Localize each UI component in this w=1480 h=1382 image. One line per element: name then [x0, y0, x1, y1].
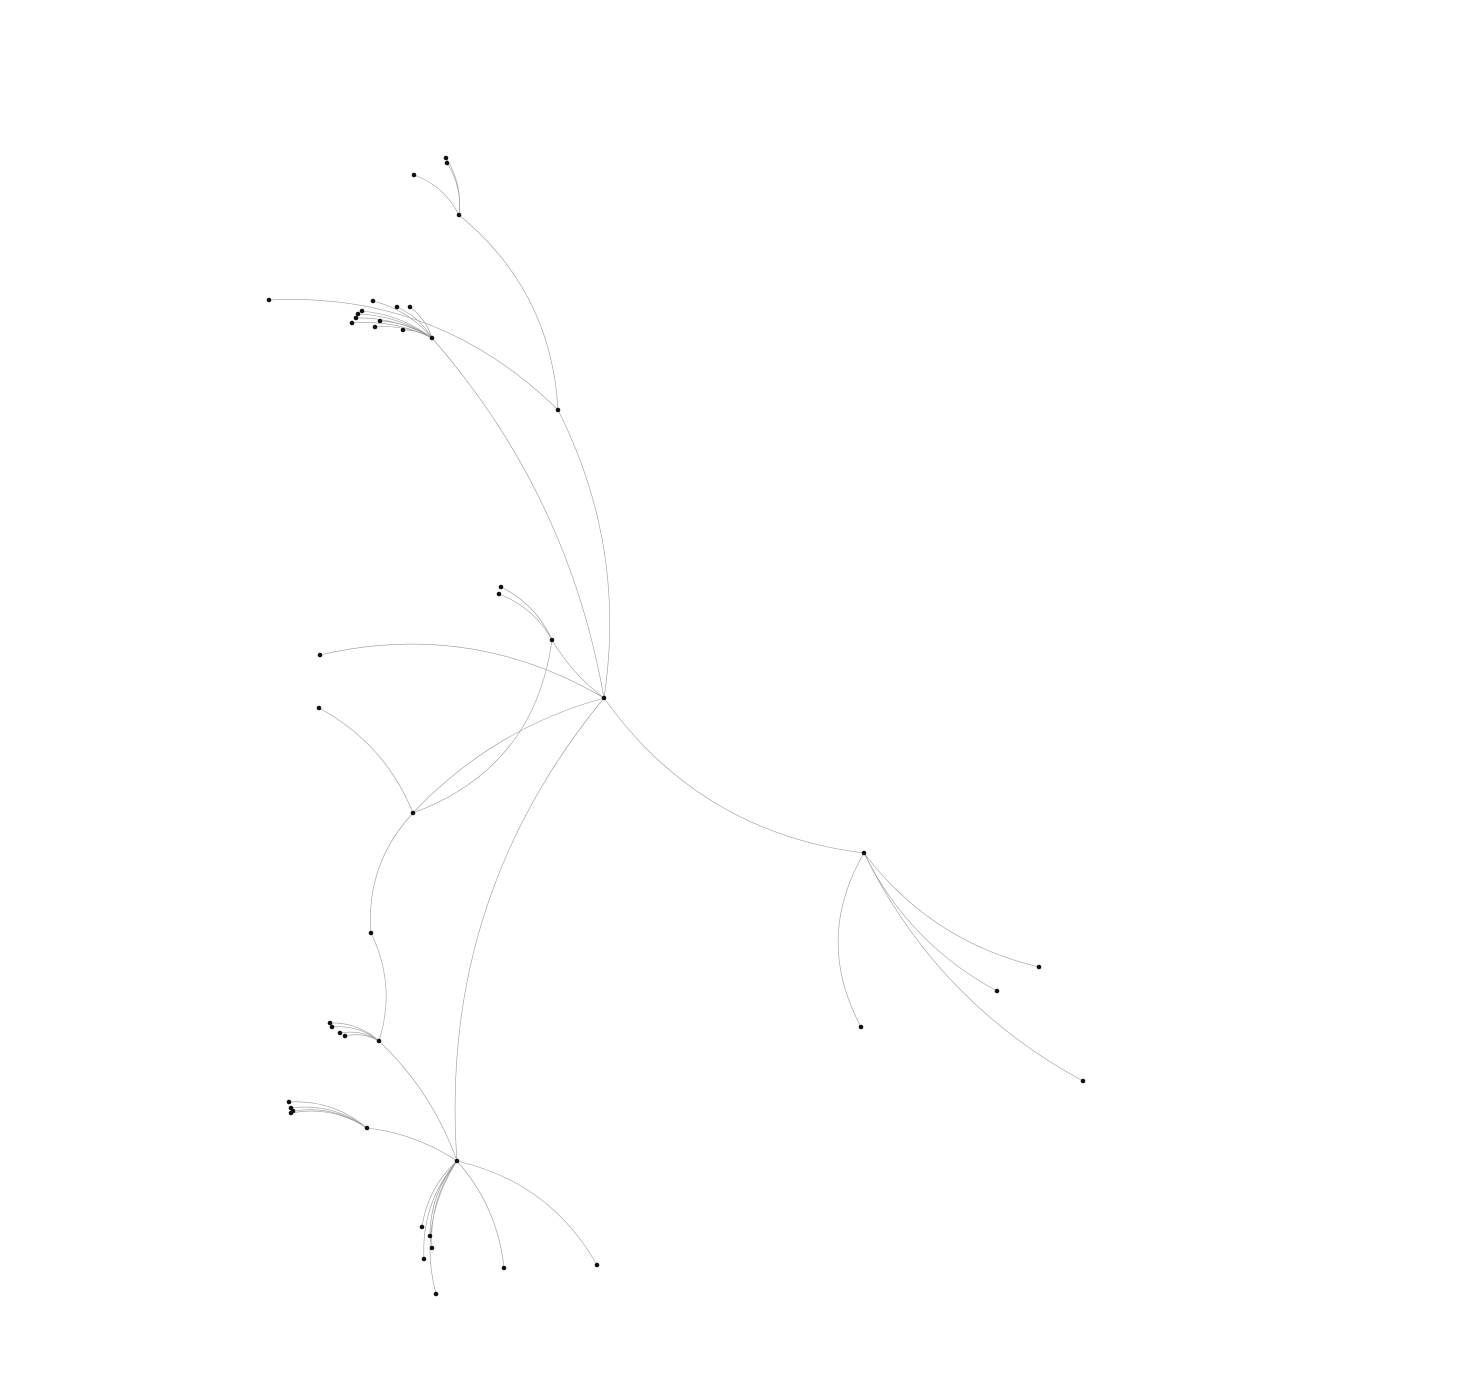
graph-edge [331, 1026, 380, 1042]
graph-edge [454, 697, 605, 1162]
graph-edge [863, 852, 998, 992]
graph-edge [290, 1110, 368, 1129]
graph-edge [290, 1106, 368, 1129]
graph-edge [456, 1160, 505, 1269]
graph-node [286, 1099, 292, 1105]
graph-edge [557, 409, 611, 699]
graph-node [353, 315, 359, 321]
graph-node [549, 637, 555, 643]
graph-node [370, 298, 376, 304]
graph-edge [318, 707, 414, 814]
graph-edge [603, 697, 865, 854]
graph-edge [361, 310, 433, 339]
graph-edge [423, 1160, 458, 1260]
graph-node [861, 850, 867, 856]
graph-edge [500, 586, 553, 641]
graph-edge [366, 1127, 458, 1162]
graph-node [355, 311, 361, 317]
graph-edge [378, 1040, 458, 1162]
graph-edge [292, 1109, 368, 1129]
graph-edge [413, 174, 460, 216]
graph-node [327, 1020, 333, 1026]
graph-node [443, 155, 449, 161]
graph-node [266, 297, 272, 303]
graph-edge [498, 593, 553, 641]
graph-nodes [266, 155, 1086, 1297]
graph-edge [409, 306, 433, 339]
graph-edge [344, 1034, 380, 1042]
graph-edge [431, 1160, 458, 1249]
graph-node [498, 584, 504, 590]
graph-node [411, 172, 417, 178]
graph-node [444, 160, 450, 166]
graph-edge [551, 639, 605, 699]
graph-edge [370, 812, 414, 934]
graph-node [337, 1030, 343, 1036]
graph-node [429, 335, 435, 341]
graph-edge [372, 300, 433, 339]
graph-node [456, 212, 462, 218]
graph-edge [355, 317, 433, 339]
graph-node [555, 407, 561, 413]
graph-edges [268, 157, 1084, 1295]
graph-node [496, 591, 502, 597]
graph-node [419, 1224, 425, 1230]
graph-node [368, 930, 374, 936]
graph-edge [863, 852, 1040, 968]
graph-node [858, 1024, 864, 1030]
graph-node [394, 304, 400, 310]
graph-edge [863, 852, 1084, 1082]
graph-edge [268, 299, 559, 411]
graph-node [364, 1125, 370, 1131]
graph-node [421, 1256, 427, 1262]
graph-edge [431, 337, 605, 699]
graph-edge [458, 214, 559, 411]
graph-node [342, 1033, 348, 1039]
graph-node [994, 988, 1000, 994]
graph-edge [412, 639, 553, 814]
graph-node [288, 1110, 294, 1116]
graph-node [1080, 1078, 1086, 1084]
graph-node [594, 1262, 600, 1268]
graph-edge [396, 306, 433, 339]
graph-node [427, 1233, 433, 1239]
graph-node [400, 327, 406, 333]
graph-node [372, 324, 378, 330]
graph-node [454, 1158, 460, 1164]
graph-node [410, 810, 416, 816]
graph-node [377, 318, 383, 324]
graph-node [359, 308, 365, 314]
graph-edge [402, 329, 433, 339]
graph-edge [421, 1160, 458, 1228]
graph-node [601, 695, 607, 701]
graph-node [407, 304, 413, 310]
graph-node [501, 1265, 507, 1271]
graph-edge [288, 1101, 368, 1129]
graph-edge [456, 1160, 598, 1266]
graph-node [433, 1291, 439, 1297]
graph-node [1036, 964, 1042, 970]
graph-node [316, 705, 322, 711]
graph-edge [837, 852, 865, 1028]
graph-edge [429, 1160, 458, 1295]
graph-edge [412, 697, 605, 814]
graph-node [317, 652, 323, 658]
graph-edge [370, 932, 387, 1042]
graph-node [349, 320, 355, 326]
graph-node [329, 1024, 335, 1030]
graph-edge [319, 643, 605, 699]
graph-node [376, 1038, 382, 1044]
graph-edge [446, 162, 460, 216]
graph-node [429, 1245, 435, 1251]
